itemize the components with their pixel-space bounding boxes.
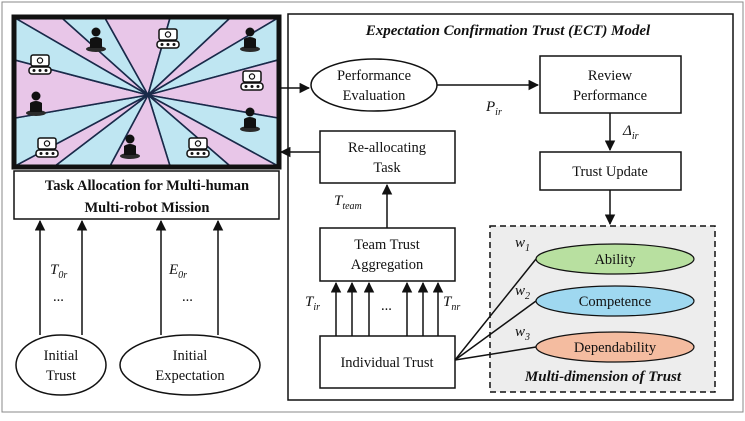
- performance-evaluation-line2: Evaluation: [343, 88, 407, 104]
- robot-icon: [186, 137, 210, 158]
- human-icon: [240, 107, 260, 132]
- ect-model-panel: [287, 13, 734, 401]
- review-performance-box: [539, 55, 682, 114]
- human-icon: [86, 27, 106, 52]
- ellipsis-expectation: ...: [182, 289, 193, 305]
- trust-update-label: Trust Update: [572, 164, 648, 180]
- multi-dimension-title: Multi-dimension of Trust: [524, 369, 682, 385]
- outer-frame: [1, 1, 744, 413]
- ect-title: Expectation Confirmation Trust (ECT) Mod…: [365, 23, 651, 39]
- dimension-dependability-label: Dependability: [574, 340, 657, 356]
- initial-trust-line2: Trust: [46, 368, 76, 384]
- label-e0r: E0r: [168, 262, 187, 281]
- team-trust-aggregation-line2: Aggregation: [351, 257, 424, 273]
- pinwheel-wedge: [15, 18, 149, 96]
- dimension-competence-label: Competence: [579, 294, 651, 310]
- dimension-ability-label: Ability: [594, 252, 636, 268]
- robot-icon: [240, 70, 264, 91]
- link-to-competence: [454, 300, 537, 361]
- team-trust-aggregation-line1: Team Trust: [354, 237, 419, 253]
- mission-image: [15, 18, 278, 166]
- link-to-dependability: [454, 346, 537, 361]
- reallocating-task-line2: Task: [373, 160, 401, 176]
- label-w1: w1: [515, 235, 530, 254]
- ellipsis-trust: ...: [53, 289, 64, 305]
- label-w3: w3: [515, 324, 530, 343]
- initial-expectation-ellipse: [119, 334, 261, 396]
- performance-evaluation-line1: Performance: [337, 68, 411, 84]
- robot-icon: [156, 28, 180, 49]
- trust-update-box: [539, 151, 682, 191]
- individual-trust-box: [319, 335, 456, 389]
- task-allocation-box: [13, 170, 280, 220]
- human-icon: [26, 91, 46, 116]
- initial-expectation-line1: Initial: [173, 348, 208, 364]
- reallocating-task-line1: Re-allocating: [348, 140, 426, 156]
- individual-trust-label: Individual Trust: [340, 355, 433, 371]
- label-delta-ir: Δir: [622, 123, 639, 142]
- robot-icon: [35, 137, 59, 158]
- task-allocation-line2: Multi-robot Mission: [85, 200, 210, 216]
- label-pir: Pir: [485, 99, 502, 118]
- review-performance-line2: Performance: [573, 88, 647, 104]
- initial-expectation-line2: Expectation: [155, 368, 225, 384]
- human-icon: [240, 27, 260, 52]
- label-t0r: T0r: [50, 262, 67, 281]
- robot-icon: [28, 54, 52, 75]
- initial-trust-ellipse: [15, 334, 107, 396]
- human-icon: [120, 134, 140, 159]
- label-tir: Tir: [305, 294, 320, 313]
- initial-trust-line1: Initial: [44, 348, 79, 364]
- reallocating-task-box: [319, 130, 456, 184]
- team-trust-aggregation-box: [319, 227, 456, 282]
- ellipsis-individual: ...: [381, 298, 392, 314]
- individual-to-aggregation-arrows: [330, 281, 444, 336]
- label-w2: w2: [515, 283, 530, 302]
- label-tnr: Tnr: [443, 294, 460, 313]
- review-performance-line1: Review: [588, 68, 633, 84]
- link-to-ability: [454, 258, 537, 361]
- mission-image-border: [11, 14, 282, 170]
- label-tteam: Tteam: [334, 193, 362, 212]
- task-allocation-line1: Task Allocation for Multi-human: [45, 178, 249, 194]
